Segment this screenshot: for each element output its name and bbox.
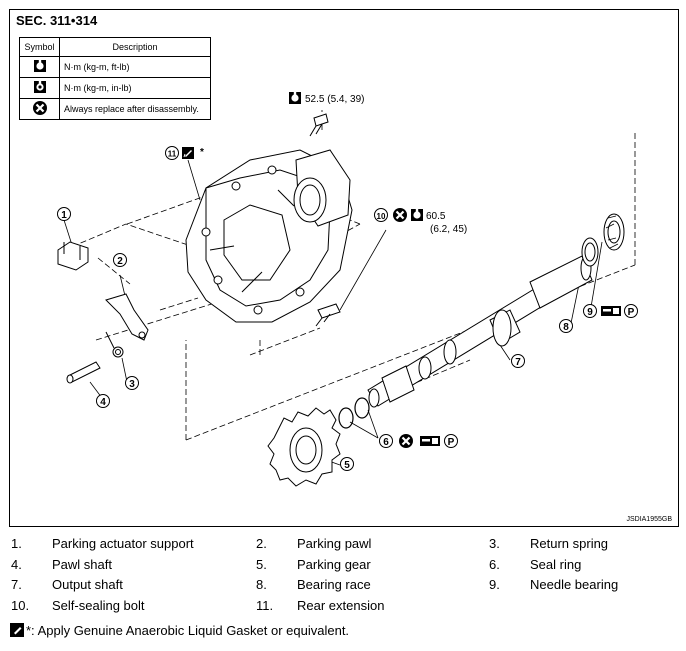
return-spring-drawing bbox=[105, 331, 124, 358]
petroleum-jelly-icon bbox=[624, 304, 638, 318]
legend-symbol-cell bbox=[19, 77, 60, 99]
svg-text:9: 9 bbox=[587, 307, 593, 318]
output-shaft-drawing bbox=[367, 255, 593, 408]
exploded-diagram-frame: 1 2 3 4 5 6 7 8 9 10 11 52.5 (5.4, 39) *… bbox=[9, 9, 679, 527]
exploded-diagram: 1 2 3 4 5 6 7 8 9 10 11 52.5 (5.4, 39) *… bbox=[57, 91, 638, 487]
torque-wrench-icon bbox=[33, 59, 46, 72]
grease-icon bbox=[601, 306, 621, 316]
section-title: SEC. 311•314 bbox=[16, 13, 98, 28]
extension-bolt-drawing bbox=[309, 113, 329, 137]
parts-row: 10.Self-sealing bolt 11.Rear extension bbox=[11, 597, 385, 613]
torque-callout-top: 52.5 (5.4, 39) bbox=[289, 91, 364, 105]
legend-header-description: Description bbox=[59, 37, 211, 57]
badge-2: 2 bbox=[113, 253, 127, 267]
badge-3: 3 bbox=[125, 376, 139, 390]
svg-text:4: 4 bbox=[100, 397, 106, 408]
callout-seal-ring: P bbox=[397, 432, 458, 450]
legend-header-symbol: Symbol bbox=[19, 37, 60, 57]
always-replace-icon bbox=[391, 206, 409, 224]
svg-text:11: 11 bbox=[168, 150, 177, 159]
badge-9: 9 bbox=[583, 304, 597, 318]
parts-row: 1.Parking actuator support 2.Parking paw… bbox=[11, 536, 609, 551]
svg-text:52.5 (5.4, 39): 52.5 (5.4, 39) bbox=[305, 94, 364, 105]
bearing-race-drawing bbox=[581, 237, 599, 267]
badge-10: 10 bbox=[374, 208, 388, 222]
gasket-icon bbox=[181, 146, 195, 160]
svg-text:7: 7 bbox=[515, 357, 521, 368]
svg-text:2: 2 bbox=[117, 256, 123, 267]
badge-4: 4 bbox=[96, 394, 110, 408]
self-sealing-bolt-drawing bbox=[315, 303, 341, 327]
legend-description: N·m (kg-m, ft-lb) bbox=[59, 56, 211, 78]
torque-wrench-small-icon bbox=[33, 80, 46, 93]
symbol-legend-table: Symbol Description N·m (kg-m, ft-lb) N·m… bbox=[19, 37, 211, 120]
svg-text:8: 8 bbox=[563, 322, 569, 333]
legend-symbol-cell bbox=[19, 56, 60, 78]
badge-5: 5 bbox=[340, 457, 354, 471]
parts-list: 1.Parking actuator support 2.Parking paw… bbox=[11, 536, 681, 618]
legend-description: N·m (kg-m, in-lb) bbox=[59, 77, 211, 99]
gasket-icon bbox=[10, 623, 24, 637]
svg-text:3: 3 bbox=[129, 379, 135, 390]
part-badges: 1 2 3 4 5 6 7 8 9 10 11 bbox=[57, 146, 597, 471]
always-replace-icon bbox=[397, 432, 415, 450]
legend-description: Always replace after disassembly. bbox=[59, 98, 211, 120]
callout-needle-bearing: P bbox=[601, 304, 638, 318]
parking-pawl-drawing bbox=[105, 293, 149, 341]
legend-symbol-cell bbox=[19, 98, 60, 120]
callout-rear-extension: * bbox=[181, 146, 204, 160]
svg-text:P: P bbox=[628, 307, 635, 318]
gasket-note-text: *: Apply Genuine Anaerobic Liquid Gasket… bbox=[26, 622, 350, 638]
svg-text:(6.2, 45): (6.2, 45) bbox=[430, 224, 467, 235]
badge-1: 1 bbox=[57, 207, 71, 221]
pawl-shaft-drawing bbox=[66, 361, 101, 384]
svg-text:6: 6 bbox=[383, 437, 389, 448]
rear-extension-drawing bbox=[185, 149, 353, 323]
seal-rings-drawing bbox=[338, 397, 370, 429]
callout-self-sealing-bolt: 60.5 (6.2, 45) bbox=[391, 206, 467, 235]
figure-code: JSDIA1955GB bbox=[626, 516, 672, 523]
parts-row: 4.Pawl shaft 5.Parking gear 6.Seal ring bbox=[11, 556, 582, 572]
needle-bearing-drawing bbox=[603, 213, 625, 251]
badge-7: 7 bbox=[511, 354, 525, 368]
torque-wrench-icon bbox=[289, 91, 301, 104]
badge-11: 11 bbox=[165, 146, 179, 160]
badge-8: 8 bbox=[559, 319, 573, 333]
svg-text:10: 10 bbox=[377, 212, 386, 221]
svg-text:60.5: 60.5 bbox=[426, 211, 446, 222]
svg-text:*: * bbox=[200, 147, 204, 158]
gasket-note: *: Apply Genuine Anaerobic Liquid Gasket… bbox=[9, 622, 349, 638]
torque-wrench-icon bbox=[411, 208, 423, 221]
parking-actuator-support-drawing bbox=[57, 241, 89, 271]
svg-text:5: 5 bbox=[344, 460, 350, 471]
grease-icon bbox=[420, 436, 440, 446]
svg-text:1: 1 bbox=[61, 210, 67, 221]
badge-6: 6 bbox=[379, 434, 393, 448]
parking-gear-drawing bbox=[267, 407, 341, 487]
svg-text:P: P bbox=[448, 437, 455, 448]
petroleum-jelly-icon bbox=[444, 434, 458, 448]
always-replace-icon bbox=[31, 99, 48, 117]
parts-row: 7.Output shaft 8.Bearing race 9.Needle b… bbox=[11, 577, 619, 592]
